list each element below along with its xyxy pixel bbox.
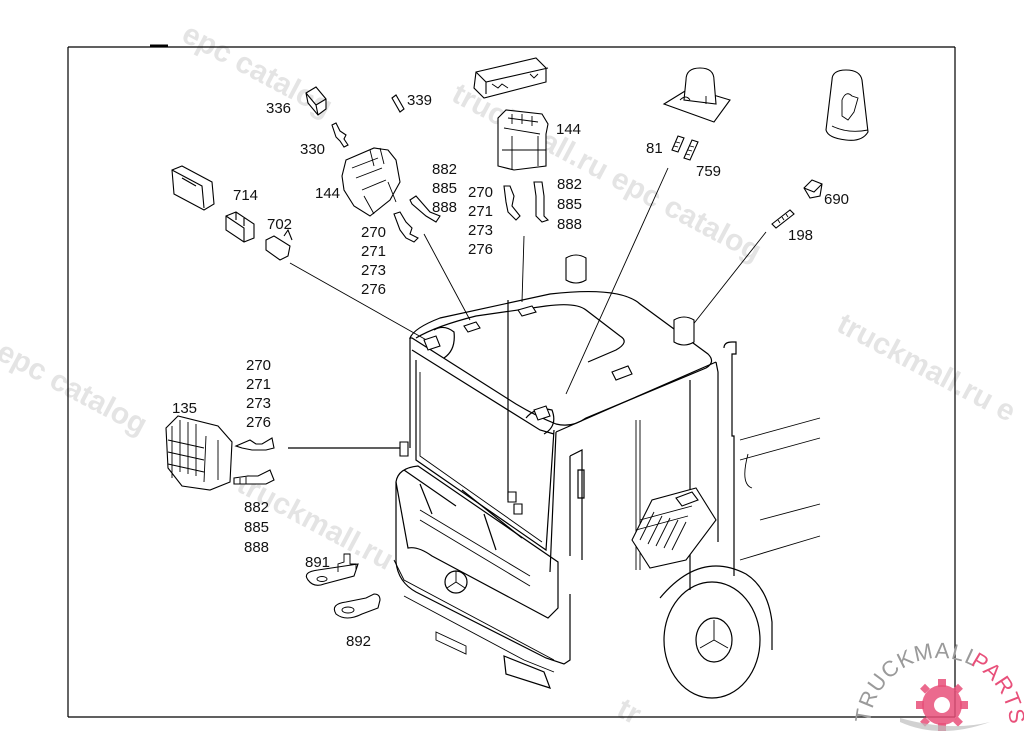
logo-word-parts: PARTS [967,647,1024,726]
part-759-fuse[interactable] [683,139,699,161]
part-336-cap[interactable] [305,86,327,116]
watermark-text: tr [612,692,647,731]
callout-276-b[interactable]: 276 [468,241,493,258]
callout-271-a[interactable]: 271 [361,243,386,260]
part-702-bracket[interactable] [265,228,293,261]
callout-273-c[interactable]: 273 [246,395,271,412]
callout-885-b[interactable]: 885 [557,196,582,213]
part-terminal-270-group-b[interactable] [503,185,521,221]
part-690-relay[interactable] [803,179,823,199]
part-cover-left[interactable] [171,165,215,211]
callout-270-c[interactable]: 270 [246,357,271,374]
truck-cab [393,254,821,699]
callout-276-c[interactable]: 276 [246,414,271,431]
callout-882-c[interactable]: 882 [244,499,269,516]
part-714-holder[interactable] [225,211,255,243]
part-81-fuse[interactable] [671,135,685,153]
part-891-ring-terminal[interactable] [305,553,359,586]
callout-81[interactable]: 81 [646,140,663,157]
callout-135[interactable]: 135 [172,400,197,417]
callout-882-a[interactable]: 882 [432,161,457,178]
swoosh-icon [900,718,990,731]
watermark-text: l epc catalog [0,327,153,441]
callout-759[interactable]: 759 [696,163,721,180]
callout-330[interactable]: 330 [300,141,325,158]
callout-270-a[interactable]: 270 [361,224,386,241]
callout-885-a[interactable]: 885 [432,180,457,197]
logo-word-truckmall: TRUCKMALL [850,638,983,725]
part-terminal-270-group-a[interactable] [393,211,419,243]
part-144-connector-housing-left[interactable] [341,147,401,217]
logo-wordmark-accent: PARTS [967,647,1024,726]
part-144-relay-connector[interactable] [497,109,549,171]
callout-888-c[interactable]: 888 [244,539,269,556]
callout-888-a[interactable]: 888 [432,199,457,216]
callout-270-b[interactable]: 270 [468,184,493,201]
callout-690[interactable]: 690 [824,191,849,208]
callout-labels: 336 339 330 144 144 714 702 882 885 888 … [172,92,849,650]
callout-273-b[interactable]: 273 [468,222,493,239]
gear-icon [916,679,968,731]
callout-882-b[interactable]: 882 [557,176,582,193]
callout-714[interactable]: 714 [233,187,258,204]
callout-888-b[interactable]: 888 [557,216,582,233]
part-892-ring-terminal[interactable] [333,593,381,619]
diagram-frame [67,44,956,718]
part-terminal-882-group-b[interactable] [533,181,550,223]
callout-885-c[interactable]: 885 [244,519,269,536]
part-terminal-882-group-a[interactable] [409,195,441,223]
watermark-text: truckmall.ru e [832,307,1021,429]
callout-336[interactable]: 336 [266,100,291,117]
callout-271-c[interactable]: 271 [246,376,271,393]
part-330-terminal[interactable] [331,122,349,148]
part-135-connector-housing[interactable] [165,415,233,491]
part-198-fuse[interactable] [771,209,795,229]
part-cover-fuse-box[interactable] [473,57,549,99]
callout-892[interactable]: 892 [346,633,371,650]
callout-144-left[interactable]: 144 [315,185,340,202]
callout-271-b[interactable]: 271 [468,203,493,220]
callout-273-a[interactable]: 273 [361,262,386,279]
part-terminal-270-group-c[interactable] [234,437,275,451]
part-rotating-beacon[interactable] [825,69,869,141]
callout-276-a[interactable]: 276 [361,281,386,298]
callout-891[interactable]: 891 [305,554,330,571]
callout-144-center[interactable]: 144 [556,121,581,138]
part-beacon-base[interactable] [662,67,731,123]
logo-wordmark: TRUCKMALL [850,638,984,725]
callout-702[interactable]: 702 [267,216,292,233]
callout-339[interactable]: 339 [407,92,432,109]
callout-198[interactable]: 198 [788,227,813,244]
leader-lines [288,167,767,449]
part-339-clip[interactable] [391,94,405,113]
part-terminal-882-group-c[interactable] [233,469,275,485]
